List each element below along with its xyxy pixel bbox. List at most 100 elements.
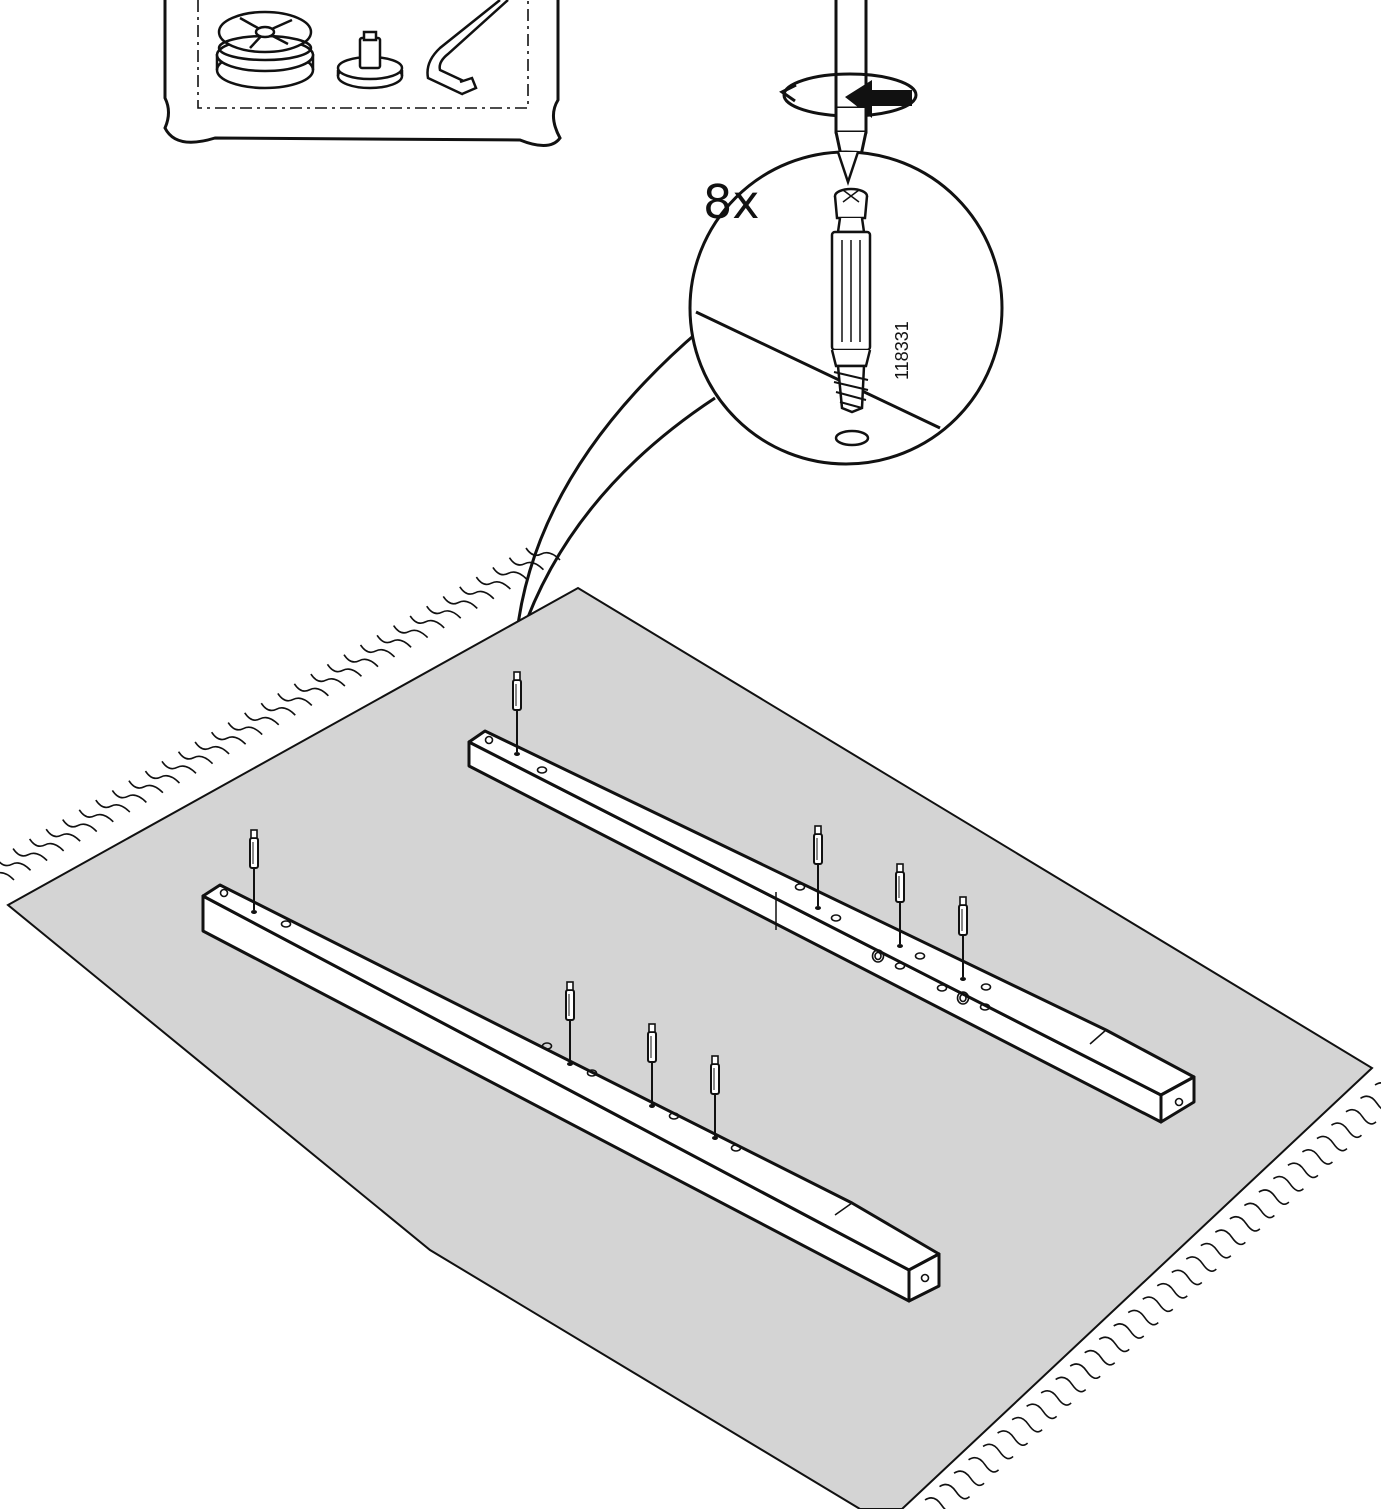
fringe-strand bbox=[1243, 1202, 1275, 1219]
rail-hole bbox=[280, 920, 292, 928]
rail-hole bbox=[536, 766, 548, 774]
rug bbox=[6, 586, 1374, 1509]
fringe-strand bbox=[1127, 1309, 1159, 1326]
fringe-strand bbox=[326, 663, 363, 677]
cam-bolt bbox=[565, 981, 575, 1066]
fringe-strand bbox=[1055, 1376, 1087, 1393]
dowel-icon bbox=[336, 30, 404, 90]
rail-holes bbox=[280, 766, 992, 1152]
rail-hole bbox=[830, 914, 842, 922]
fringe-strand bbox=[111, 789, 147, 803]
cam-bolt bbox=[249, 829, 259, 914]
fringe-strand bbox=[144, 770, 181, 784]
fringe-strand bbox=[1345, 1108, 1377, 1125]
fringe-strand bbox=[62, 819, 98, 833]
cam-bolt bbox=[813, 825, 823, 910]
fringe-strand bbox=[1171, 1269, 1203, 1286]
rail-hole bbox=[794, 883, 806, 891]
fringe-strand bbox=[0, 871, 15, 881]
rail-hole bbox=[980, 983, 992, 991]
fringe-strand bbox=[1331, 1122, 1363, 1139]
part-number-label: 118331 bbox=[892, 321, 912, 380]
cam-bolt bbox=[958, 896, 968, 981]
rail-hole bbox=[979, 1003, 991, 1011]
rail-hole bbox=[586, 1069, 598, 1077]
fringe-strand bbox=[1214, 1229, 1246, 1246]
quantity-label: 8x bbox=[703, 175, 760, 229]
rug-fringe-right bbox=[924, 1082, 1381, 1509]
fringe-strand bbox=[1287, 1162, 1319, 1179]
fringe-strand bbox=[1185, 1256, 1217, 1272]
fringe-strand bbox=[28, 838, 65, 852]
fringe-strand bbox=[343, 654, 379, 668]
fringe-strand bbox=[459, 586, 495, 600]
rail-hole-large bbox=[871, 949, 885, 963]
rail-hole-inner bbox=[874, 951, 882, 961]
fringe-strand bbox=[194, 741, 230, 755]
fringe-strand bbox=[1229, 1215, 1261, 1232]
fringe-strand bbox=[409, 615, 445, 629]
fringe-strand bbox=[244, 712, 280, 726]
fringe-strand bbox=[442, 596, 478, 610]
fringe-strand bbox=[1374, 1082, 1381, 1086]
cam-bolt-icon bbox=[830, 151, 872, 447]
fringe-strand bbox=[376, 634, 412, 648]
allen-key-icon bbox=[426, 0, 509, 96]
fringe-strand bbox=[426, 605, 462, 619]
fringe-strand bbox=[982, 1443, 1014, 1460]
fringe-strand bbox=[1272, 1175, 1304, 1192]
fringe-strand bbox=[1142, 1296, 1174, 1313]
rail-front bbox=[201, 883, 941, 1303]
fringe-strand bbox=[1084, 1349, 1116, 1366]
rail-hole bbox=[541, 1042, 553, 1050]
rail-hole bbox=[730, 1144, 742, 1152]
fringe-strand bbox=[939, 1483, 971, 1500]
fringe-strand bbox=[260, 702, 296, 716]
fringe-strand bbox=[45, 828, 81, 842]
cam-bolt bbox=[512, 671, 522, 756]
fringe-strand bbox=[475, 576, 511, 590]
fringe-strand bbox=[78, 809, 114, 823]
rail-hole-inner bbox=[959, 993, 967, 1003]
fringe-strand bbox=[1069, 1363, 1101, 1380]
fringe-strand bbox=[293, 683, 329, 697]
rail-hole bbox=[914, 952, 926, 960]
cam-bolt bbox=[647, 1023, 657, 1108]
fringe-strand bbox=[392, 625, 429, 639]
rail-back bbox=[467, 729, 1196, 1124]
fringe-strand bbox=[359, 644, 396, 658]
fringe-strand bbox=[12, 848, 48, 862]
rail-hole bbox=[894, 962, 906, 970]
fringe-strand bbox=[177, 751, 214, 765]
fringe-strand bbox=[210, 731, 247, 745]
fringe-strand bbox=[1113, 1323, 1145, 1339]
fringe-strand bbox=[227, 722, 263, 736]
fringe-strand bbox=[1316, 1135, 1348, 1152]
rail-hole bbox=[936, 984, 948, 992]
cam-lock-icon bbox=[215, 10, 315, 90]
fringe-strand bbox=[0, 861, 32, 871]
fringe-strand bbox=[1258, 1189, 1290, 1206]
cam-bolts-inserted bbox=[249, 671, 968, 1140]
rug-fringe-left bbox=[0, 547, 561, 881]
fringe-strand bbox=[953, 1470, 985, 1487]
fringe-strand bbox=[277, 693, 313, 707]
fringe-strand bbox=[924, 1497, 946, 1509]
fringe-strand bbox=[968, 1456, 1000, 1473]
fringe-strand bbox=[1360, 1095, 1381, 1110]
fringe-strand bbox=[492, 566, 528, 580]
fringe-strand bbox=[128, 780, 164, 794]
fringe-strand bbox=[310, 673, 346, 687]
fringe-strand bbox=[1301, 1149, 1333, 1165]
fringe-strand bbox=[95, 799, 131, 813]
fringe-strand bbox=[161, 760, 197, 774]
rail-hole bbox=[668, 1112, 680, 1120]
fringe-strand bbox=[1156, 1282, 1188, 1299]
fringe-strand bbox=[1098, 1336, 1130, 1353]
cam-bolt bbox=[895, 863, 905, 948]
fringe-strand bbox=[525, 547, 561, 561]
fringe-strand bbox=[997, 1430, 1029, 1446]
fringe-strand bbox=[1040, 1389, 1072, 1406]
cam-bolt bbox=[710, 1055, 720, 1140]
